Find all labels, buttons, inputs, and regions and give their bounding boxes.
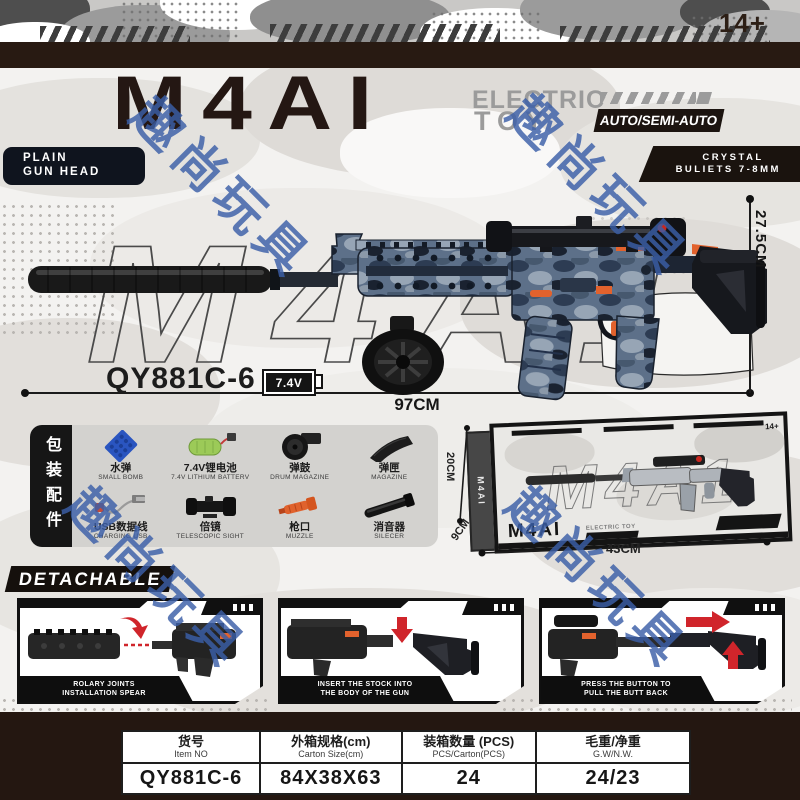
step3-art <box>546 611 782 677</box>
drum-magazine-part <box>362 316 444 395</box>
mode-badge: AUTO/SEMI-AUTO <box>593 109 725 132</box>
accessory-gel-balls: 水弹 SMALL BOMB <box>76 427 166 486</box>
spec-col-item: 货号 Item NO <box>120 730 262 764</box>
subtitle-electric: ELECTRIC <box>472 86 605 114</box>
box-dimension-lines <box>457 425 771 557</box>
spec-col-qty: 装箱数量 (PCS) PCS/Carton(PCS) <box>400 730 537 764</box>
spec-col-carton-size: 外箱规格(cm) Carton Size(cm) <box>259 730 403 764</box>
slash-decoration <box>600 92 696 104</box>
accessories-tab: 包装配件 <box>30 425 72 547</box>
telescopic-sight-icon <box>186 496 237 518</box>
spec-item-no: QY881C-6 <box>120 762 262 795</box>
detachable-step-2: INSERT THE STOCK INTO THE BODY OF THE GU… <box>278 598 524 704</box>
accessory-muzzle: 枪口 MUZZLE <box>255 486 345 545</box>
step3-caption: PRESS THE BUTTON TO PULL THE BUTT BACK <box>541 676 715 702</box>
spec-col-weight: 毛重/净重 G.W/N.W. <box>535 730 691 764</box>
usb-cable-icon <box>94 495 145 514</box>
box-width-label: 43CM <box>606 541 641 556</box>
silencer-icon <box>364 493 415 518</box>
spec-values-row: QY881C-6 84X38X63 24 24/23 <box>120 762 691 795</box>
panel-frame-top <box>541 600 671 608</box>
step2-art <box>285 611 521 677</box>
accessory-magazine: 弹匣 MAGAZINE <box>345 427 435 486</box>
battery-nub <box>314 374 323 389</box>
detachable-step-3: PRESS THE BUTTON TO PULL THE BUTT BACK <box>539 598 785 704</box>
muzzle-icon <box>278 496 317 515</box>
step1-art <box>24 611 260 677</box>
spec-carton-size: 84X38X63 <box>259 762 403 795</box>
model-number: QY881C-6 <box>106 362 256 395</box>
magazine-icon <box>370 436 414 462</box>
box-front-face: 14+ M4A1 M4AI ELECTRIC TOY <box>489 411 793 554</box>
age-rating-label: 14+ <box>718 8 766 38</box>
panel-frame-top <box>280 600 410 608</box>
accessories-grid: 水弹 SMALL BOMB 7.4V锂电池 7.4V LITHIUM BATTE… <box>76 427 434 545</box>
subtitle-toy: TOY <box>474 106 551 136</box>
detachable-heading: DETACHABLE <box>4 566 176 592</box>
battery-voltage-badge: 7.4V <box>262 369 316 396</box>
panel-frame-tab <box>723 600 783 615</box>
step1-caption: ROLARY JOINTS INSTALLATION SPEAR <box>19 676 193 702</box>
panel-frame-tab <box>201 600 261 615</box>
accessory-silencer: 消音器 SILECER <box>345 486 435 545</box>
packaging-box: M4AI 14+ M4A1 M4AI ELEC <box>465 411 793 558</box>
spec-weight: 24/23 <box>535 762 691 795</box>
gel-balls-icon <box>104 430 137 462</box>
slash-end-block <box>696 92 712 104</box>
accessory-drum: 弹鼓 DRUM MAGAZINE <box>255 427 345 486</box>
height-dimension-label: 27.5CM <box>752 210 769 269</box>
plain-gun-head-badge: PLAIN GUN HEAD <box>3 147 145 185</box>
crystal-bullets-badge: CRYSTAL BULIETS 7-8MM <box>638 146 800 182</box>
spec-qty: 24 <box>400 762 537 795</box>
page-title: M4AI <box>112 61 388 146</box>
box-height-label: 20CM <box>444 452 456 482</box>
battery-icon <box>188 433 237 456</box>
top-camo-band: 14+ <box>0 0 800 42</box>
top-divider-bar <box>0 42 800 68</box>
step2-caption: INSERT THE STOCK INTO THE BODY OF THE GU… <box>280 676 454 702</box>
panel-frame-top <box>19 600 149 608</box>
panel-frame-tab <box>462 600 522 615</box>
spec-table: 货号 Item NO 外箱规格(cm) Carton Size(cm) 装箱数量… <box>120 730 691 795</box>
detachable-step-1: ROLARY JOINTS INSTALLATION SPEAR <box>17 598 263 704</box>
box-artwork: M4A1 <box>525 446 755 524</box>
accessories-panel: 包装配件 水弹 SMALL BOMB <box>30 425 438 547</box>
gun-illustration: M4A1 <box>21 195 767 401</box>
accessory-scope: 倍镜 TELESCOPIC SIGHT <box>166 486 256 545</box>
accessory-usb: USB数据线 CHARGING USB <box>76 486 166 545</box>
drum-magazine-icon <box>281 433 321 460</box>
length-dimension-label: 97CM <box>394 395 440 414</box>
accessory-battery: 7.4V锂电池 7.4V LITHIUM BATTERV <box>166 427 256 486</box>
